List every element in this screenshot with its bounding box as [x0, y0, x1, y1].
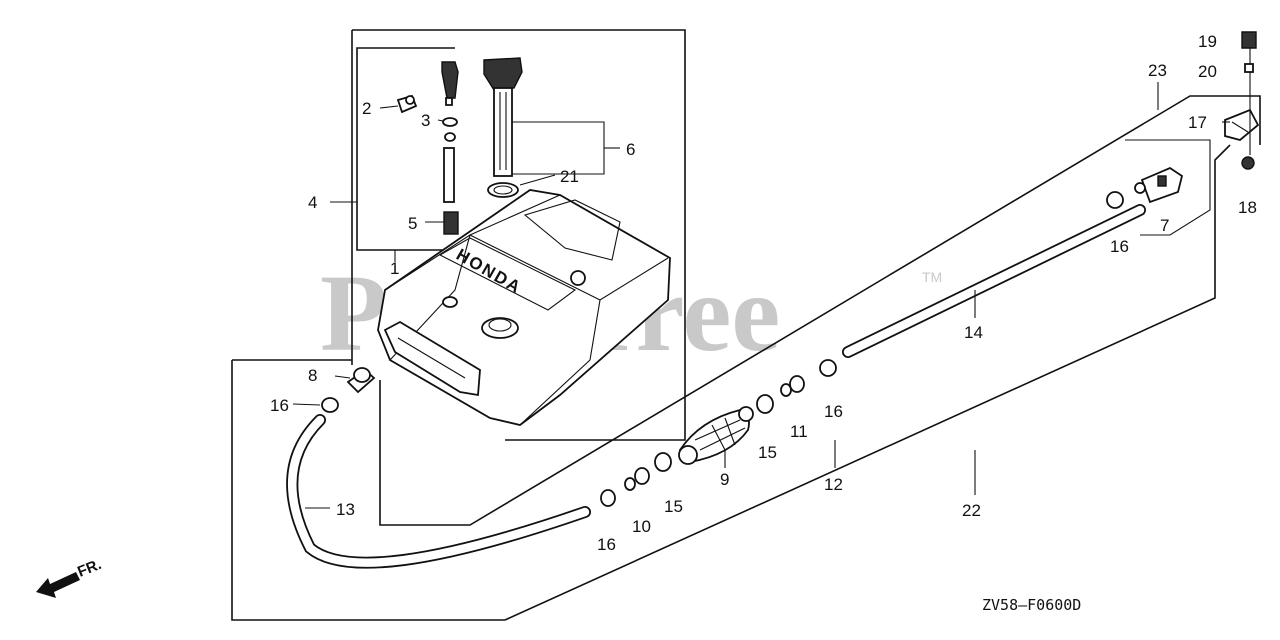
clamp-15b — [756, 394, 774, 414]
leader-21 — [519, 174, 556, 186]
callout-11: 11 — [790, 422, 808, 441]
watermark-tm: TM — [922, 269, 942, 285]
joint-8 — [346, 367, 376, 394]
fuel-gauge — [483, 57, 523, 198]
callout-21: 21 — [560, 167, 579, 186]
screw-19 — [1241, 31, 1257, 49]
connector-17 — [1224, 108, 1260, 141]
tank-group-bracket — [352, 29, 686, 441]
callout-15a: 15 — [664, 497, 683, 516]
callout-18: 18 — [1238, 198, 1257, 217]
callout-6: 6 — [626, 140, 635, 159]
joint-10 — [624, 467, 650, 491]
callout-3: 3 — [421, 111, 430, 130]
primer-bulb-9 — [678, 406, 754, 465]
clamp-16c — [819, 359, 837, 377]
callout-22: 22 — [962, 501, 981, 520]
callout-1: 1 — [390, 259, 399, 278]
callout-19: 19 — [1198, 32, 1217, 51]
leader-3 — [437, 119, 444, 122]
leader-8 — [334, 375, 351, 379]
connector-bracket-7 — [1125, 139, 1211, 236]
hose-assembly-bracket-22 — [231, 144, 1231, 621]
callout-2: 2 — [362, 99, 371, 118]
leader-2 — [379, 105, 399, 109]
callout-9: 9 — [720, 470, 729, 489]
callout-7: 7 — [1160, 216, 1169, 235]
diagram-code: ZV58—F0600D — [982, 596, 1081, 614]
cap-assembly-bracket — [356, 47, 455, 251]
leader-16a — [292, 403, 321, 406]
front-direction-arrow-icon — [36, 572, 80, 598]
nut-18 — [1241, 156, 1255, 170]
callout-5: 5 — [408, 214, 417, 233]
callout-4: 4 — [308, 193, 317, 212]
fuel-tank: HONDA — [377, 189, 671, 426]
callout-20: 20 — [1198, 62, 1217, 81]
callout-8: 8 — [308, 366, 317, 385]
fuel-hose-13 — [286, 414, 591, 569]
leader-6-bracket — [512, 121, 605, 175]
connector-7 — [1134, 166, 1184, 204]
callout-16a: 16 — [270, 396, 289, 415]
clamp-16d — [1106, 191, 1124, 209]
clamp-16a — [321, 397, 339, 413]
clamp-15a — [654, 452, 672, 472]
callout-10: 10 — [632, 517, 651, 536]
callout-13: 13 — [336, 500, 355, 519]
hose-assembly-bracket-23 — [379, 95, 1261, 526]
callout-12: 12 — [824, 475, 843, 494]
joint-11 — [780, 375, 805, 397]
tank-cap-vent-parts — [396, 61, 459, 235]
washer-20 — [1244, 63, 1254, 73]
callout-16c: 16 — [824, 402, 843, 421]
callout-14: 14 — [964, 323, 983, 342]
callout-15b: 15 — [758, 443, 777, 462]
clamp-16b — [600, 489, 616, 507]
callout-17: 17 — [1188, 113, 1207, 132]
callout-23: 23 — [1148, 61, 1167, 80]
front-direction-label: FR. — [75, 556, 104, 581]
callout-16d: 16 — [1110, 237, 1129, 256]
callout-16b: 16 — [597, 535, 616, 554]
